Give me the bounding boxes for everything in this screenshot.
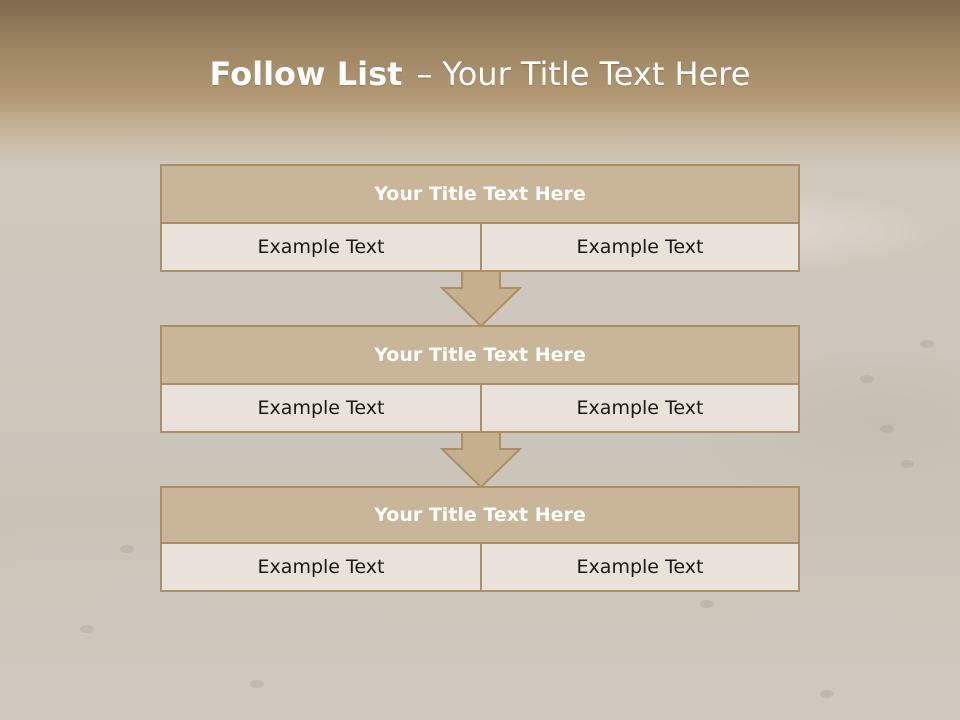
footprint-mark bbox=[920, 340, 934, 348]
footprint-mark bbox=[120, 545, 134, 553]
list-block-left-text: Example Text bbox=[160, 542, 482, 592]
footprint-mark bbox=[700, 600, 714, 608]
list-block-3: Your Title Text Here Example Text Exampl… bbox=[160, 486, 800, 592]
slide-title: Follow List–Your Title Text Here bbox=[0, 55, 960, 93]
slide-title-rest: Your Title Text Here bbox=[442, 55, 751, 93]
footprint-mark bbox=[820, 690, 834, 698]
slide-title-bold: Follow List bbox=[209, 55, 403, 93]
list-block-right-text: Example Text bbox=[480, 542, 800, 592]
list-block-2: Your Title Text Here Example Text Exampl… bbox=[160, 325, 800, 433]
list-block-1: Your Title Text Here Example Text Exampl… bbox=[160, 164, 800, 272]
list-block-title: Your Title Text Here bbox=[160, 164, 800, 224]
list-block-left-text: Example Text bbox=[160, 383, 482, 433]
footprint-mark bbox=[80, 625, 94, 633]
list-block-title: Your Title Text Here bbox=[160, 325, 800, 385]
footprint-mark bbox=[250, 680, 264, 688]
footprint-mark bbox=[860, 375, 874, 383]
footprint-mark bbox=[900, 460, 914, 468]
down-arrow-icon bbox=[440, 431, 522, 489]
list-block-right-text: Example Text bbox=[480, 383, 800, 433]
list-block-title: Your Title Text Here bbox=[160, 486, 800, 544]
footprint-mark bbox=[880, 425, 894, 433]
list-block-right-text: Example Text bbox=[480, 222, 800, 272]
down-arrow-icon bbox=[440, 270, 522, 328]
list-block-left-text: Example Text bbox=[160, 222, 482, 272]
slide-title-separator: – bbox=[416, 55, 433, 93]
